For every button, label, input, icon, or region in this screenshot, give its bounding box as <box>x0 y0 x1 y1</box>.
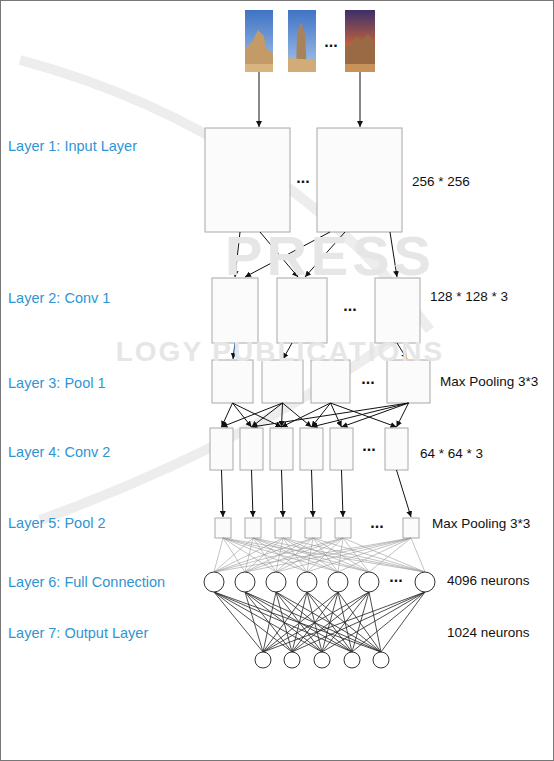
input-photo <box>245 10 273 72</box>
layer-label: Layer 4: Conv 2 <box>8 444 110 461</box>
layer-label: Layer 1: Input Layer <box>8 138 137 155</box>
neuron-count: 4096 neurons <box>447 573 530 589</box>
ellipsis: ... <box>361 370 374 388</box>
connection-line <box>283 538 425 572</box>
input-photo <box>288 10 316 72</box>
arrow <box>342 403 409 427</box>
connection-line <box>245 592 381 652</box>
ellipsis: ... <box>324 33 337 51</box>
connection-line <box>313 538 369 572</box>
connection-line <box>338 538 343 572</box>
connection-line <box>214 538 313 572</box>
connection-line <box>313 538 425 572</box>
connection-line <box>214 592 322 652</box>
connection-line <box>276 592 381 652</box>
pooling-label: Max Pooling 3*3 <box>432 516 530 532</box>
connection-line <box>214 592 352 652</box>
layer-label: Layer 3: Pool 1 <box>8 375 106 392</box>
connection-line <box>322 592 369 652</box>
connection-line <box>276 538 411 572</box>
neuron <box>255 652 389 668</box>
arrow <box>252 403 409 427</box>
connection-line <box>223 538 276 572</box>
connection-line <box>411 538 425 572</box>
full-connection-lines <box>214 592 425 652</box>
connection-line <box>292 592 307 652</box>
connection-line <box>223 538 338 572</box>
connection-line <box>214 538 223 572</box>
connection-line <box>214 538 411 572</box>
arrow <box>282 403 283 427</box>
dimension-label: 256 * 256 <box>412 174 470 190</box>
connection-line <box>352 592 425 652</box>
connection-line <box>263 592 425 652</box>
ellipsis: ... <box>343 297 356 315</box>
connection-line <box>245 592 322 652</box>
connection-line <box>214 538 343 572</box>
feature-map <box>212 278 420 343</box>
dimension-label: 64 * 64 * 3 <box>420 446 483 462</box>
connection-line <box>292 592 425 652</box>
arrow <box>259 72 360 127</box>
connection-line <box>292 592 369 652</box>
ellipsis: ... <box>362 437 375 455</box>
feature-map <box>205 128 402 232</box>
pool-map <box>215 518 419 538</box>
connection-line <box>276 538 343 572</box>
connection-line <box>245 592 352 652</box>
watermark: PRESS <box>225 224 435 288</box>
connection-line <box>313 538 338 572</box>
ellipsis: ... <box>370 514 383 532</box>
connection-line <box>352 592 369 652</box>
arrow <box>233 403 252 427</box>
connection-line <box>343 538 425 572</box>
connection-line <box>338 538 411 572</box>
connection-line <box>369 538 411 572</box>
connection-line <box>214 592 292 652</box>
ellipsis: ... <box>389 568 402 586</box>
connection-line <box>322 592 425 652</box>
arrow <box>222 470 412 517</box>
neuron-count: 1024 neurons <box>447 625 530 641</box>
layer-label: Layer 5: Pool 2 <box>8 515 106 532</box>
connection-line <box>263 592 338 652</box>
connection-line <box>214 592 381 652</box>
connection-line <box>245 538 411 572</box>
layer-label: Layer 6: Full Connection <box>8 574 165 591</box>
connection-line <box>381 592 425 652</box>
connection-line <box>263 592 369 652</box>
full-connection-lines <box>214 538 425 572</box>
ellipsis: ... <box>296 169 309 187</box>
watermark: LOGY PUBLICATIONS <box>116 336 445 368</box>
feature-map <box>210 428 408 470</box>
input-photo <box>345 10 375 72</box>
arrow <box>282 403 331 427</box>
layer-label: Layer 2: Conv 1 <box>8 290 110 307</box>
connection-line <box>369 592 381 652</box>
pooling-label: Max Pooling 3*3 <box>440 374 538 390</box>
arrow <box>312 403 409 427</box>
arrow <box>283 403 312 427</box>
connection-line <box>307 538 411 572</box>
arrow <box>397 403 409 427</box>
arrow-group <box>222 403 409 427</box>
dimension-label: 128 * 128 * 3 <box>430 289 508 305</box>
layer-label: Layer 7: Output Layer <box>8 625 148 642</box>
connection-line <box>214 538 283 572</box>
